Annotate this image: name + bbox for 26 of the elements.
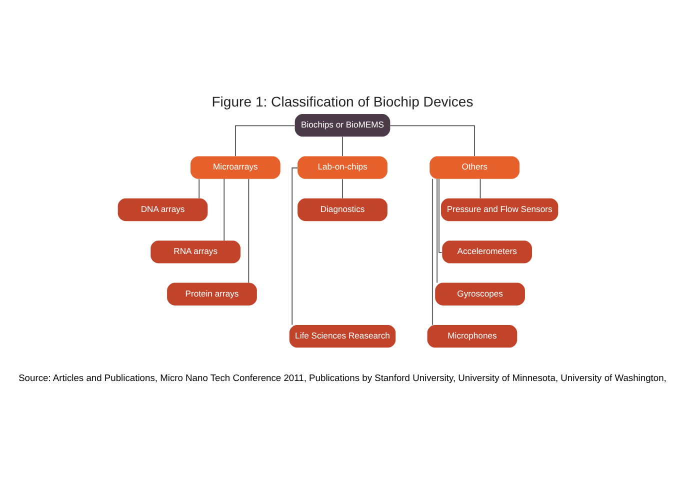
node-box: Biochips or BioMEMS <box>294 114 390 137</box>
node-box: Microphones <box>427 325 518 348</box>
node-box: Pressure and Flow Sensors <box>440 198 558 222</box>
connector <box>235 125 295 156</box>
connector <box>436 178 438 284</box>
node-box: Microarrays <box>190 156 280 179</box>
node-box: DNA arrays <box>118 198 208 222</box>
connector <box>292 168 298 326</box>
connector <box>438 178 442 253</box>
connector <box>342 178 343 199</box>
connector <box>480 178 481 199</box>
connector <box>198 178 200 199</box>
connector <box>248 178 250 284</box>
connector <box>390 125 475 156</box>
connector <box>432 178 433 326</box>
connector <box>342 136 343 156</box>
node-box: Life Sciences Reasearch <box>289 325 396 348</box>
node-box: RNA arrays <box>150 240 241 264</box>
node-box: Gyroscopes <box>435 282 525 306</box>
diagram-title: Figure 1: Classification of Biochip Devices <box>212 94 474 110</box>
caption: Source: Articles and Publications, Micro Nano Tech Conference 2011, Publications by Stanford University, University of Minnesota, University of Washington, <box>18 372 666 383</box>
node-box: Accelerometers <box>442 240 532 264</box>
node-box: Lab-on-chips <box>298 156 388 179</box>
node-box: Others <box>430 156 520 179</box>
node-box: Diagnostics <box>298 198 388 222</box>
node-box: Protein arrays <box>167 282 257 306</box>
